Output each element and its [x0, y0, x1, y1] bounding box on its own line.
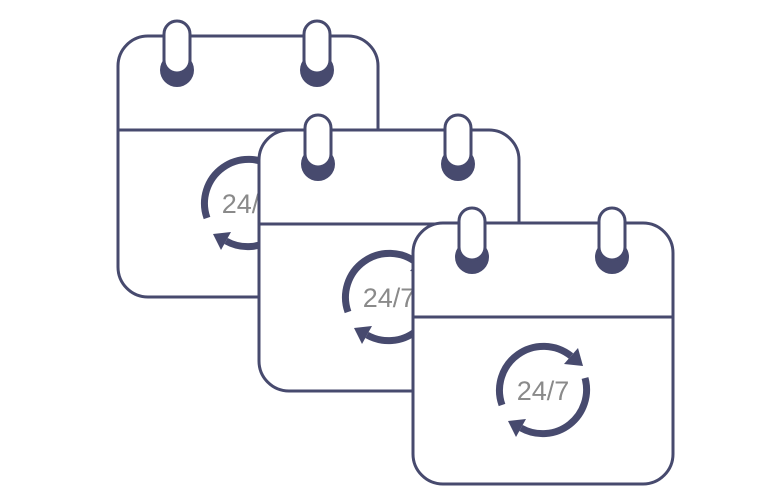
calendar-icon [413, 208, 673, 484]
calendar-icon-front: 24/7 [413, 208, 673, 484]
calendar-label: 24/7 [517, 376, 570, 406]
calendar-icon-middle: 24/7 [259, 115, 519, 391]
calendar-label: 24/7 [363, 283, 416, 313]
